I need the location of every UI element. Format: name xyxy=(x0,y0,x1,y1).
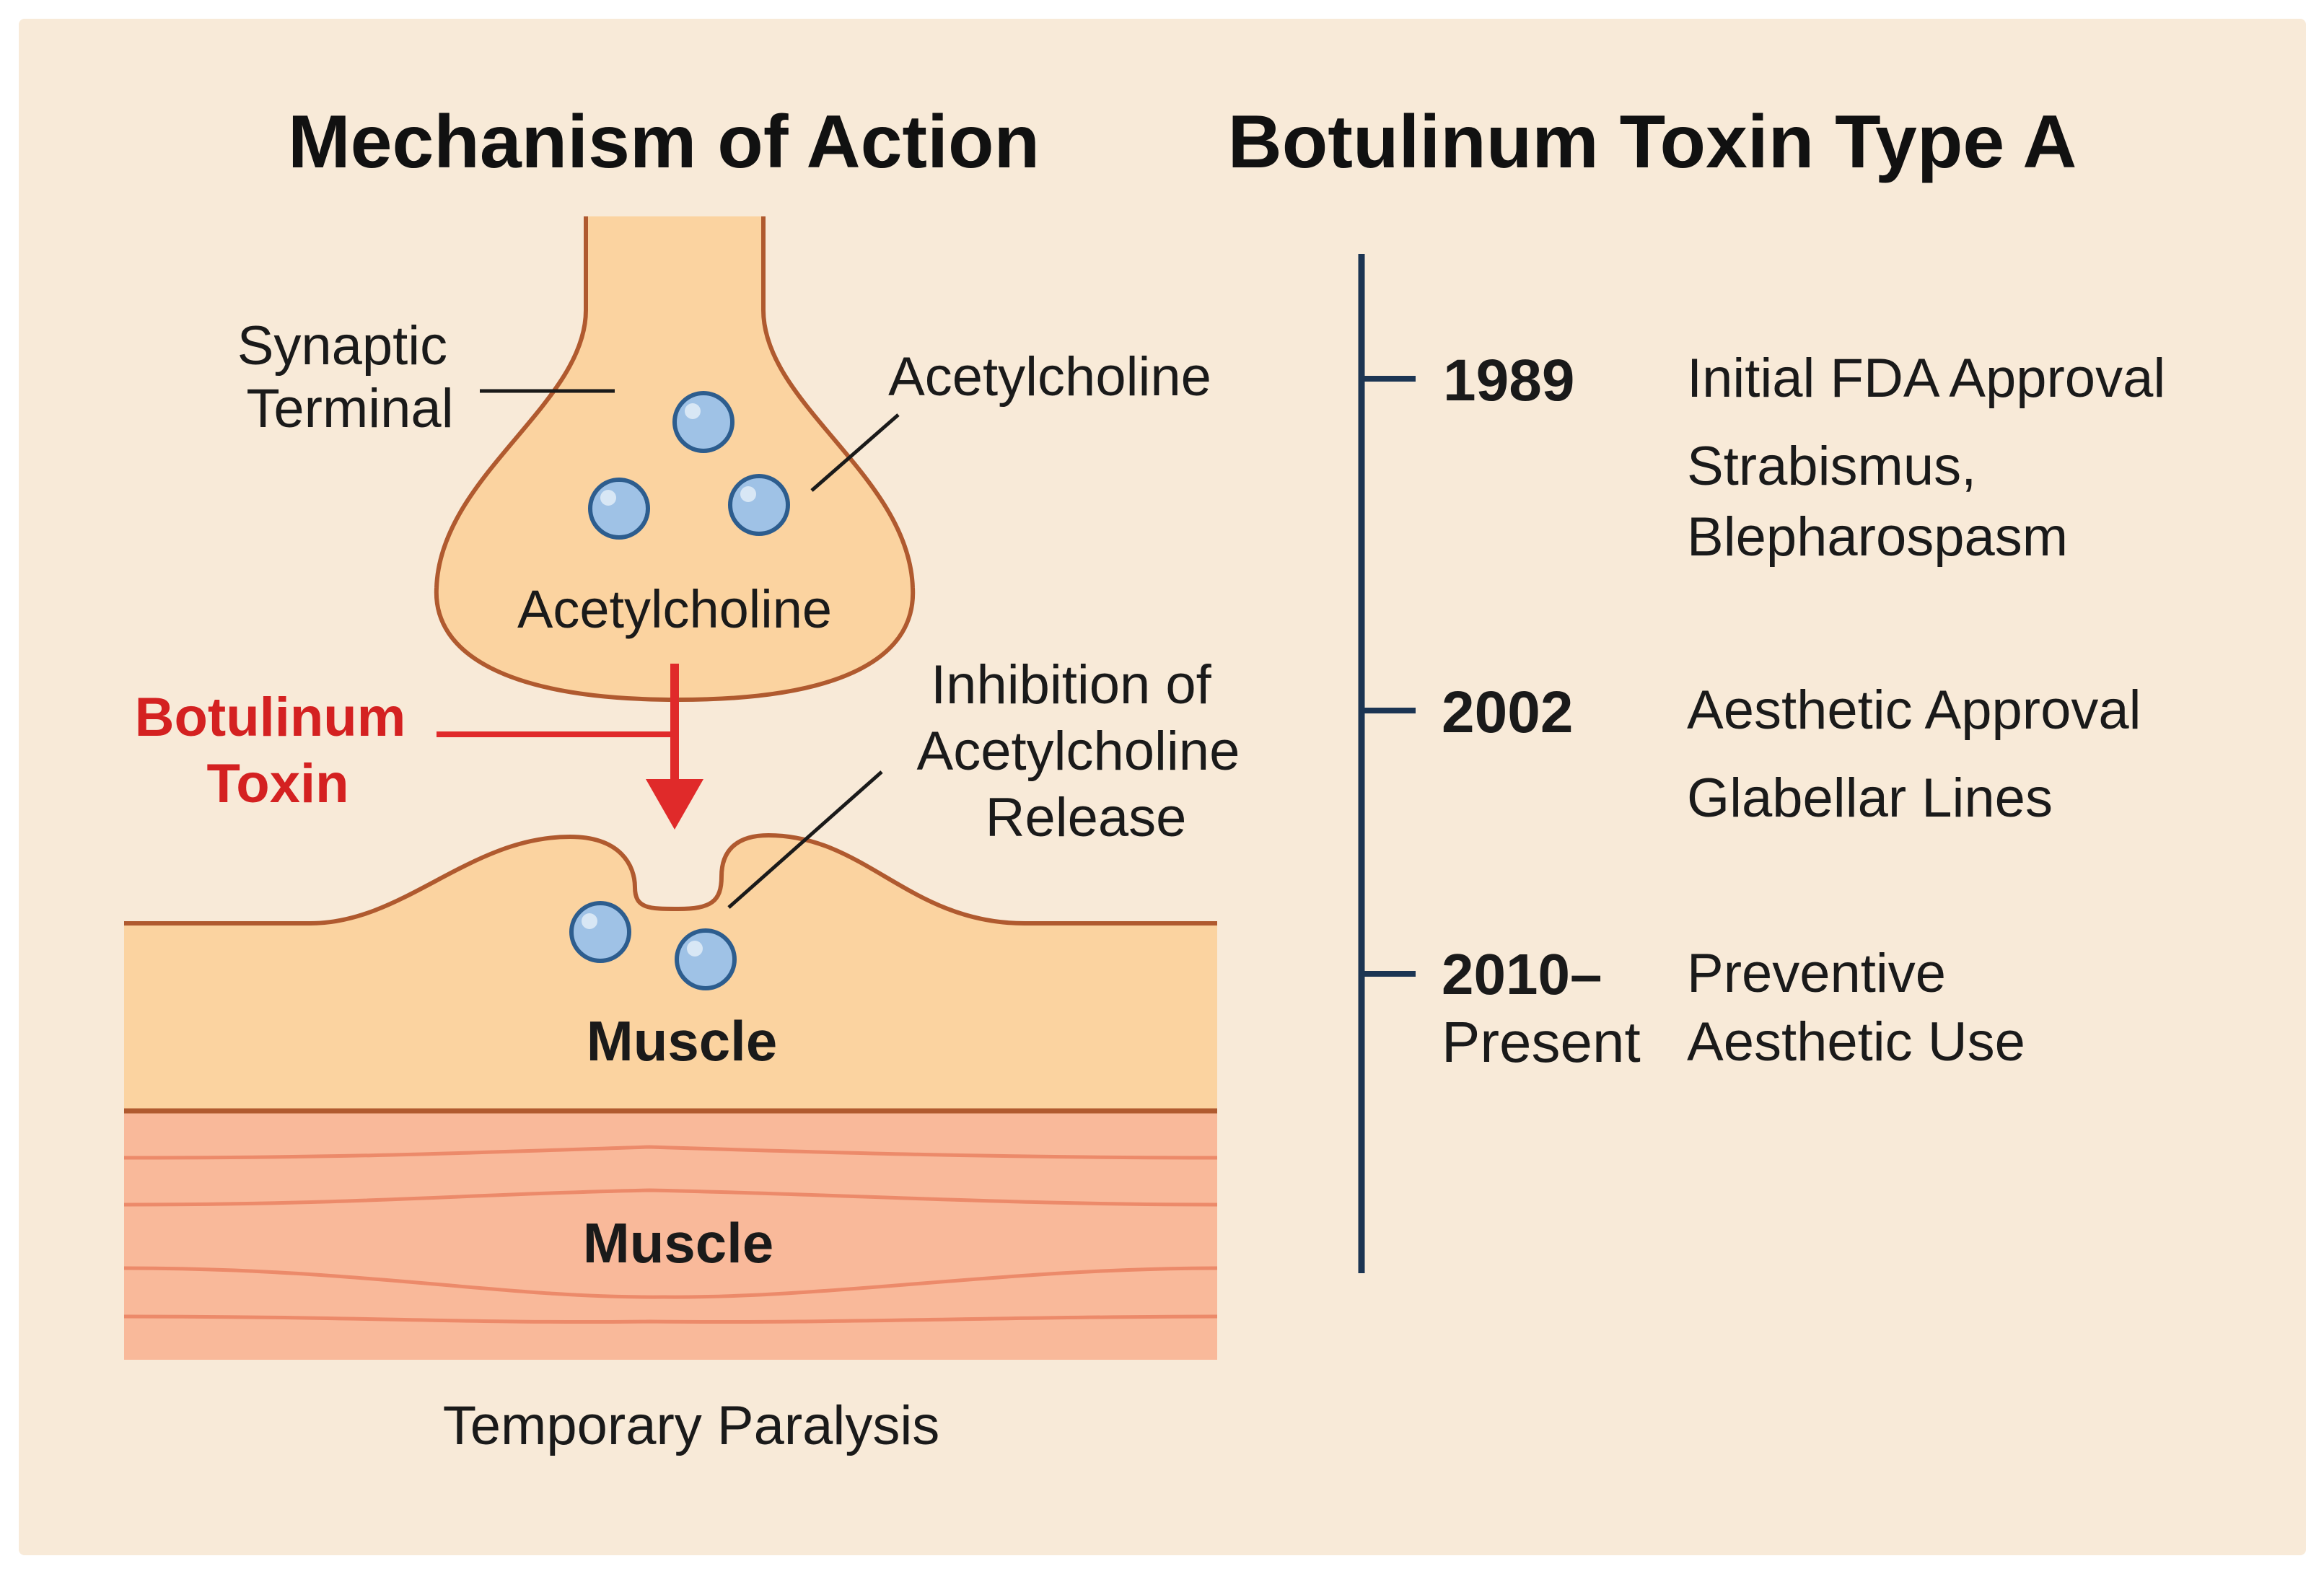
muscle-fiber-block xyxy=(123,1111,1218,1360)
vesicles-terminal xyxy=(588,391,790,540)
timeline-entry: 2010– Present Preventive Aesthetic Use xyxy=(1361,942,2025,1074)
label-synaptic-terminal: Synaptic Terminal xyxy=(237,315,463,439)
vesicles-cleft xyxy=(569,901,737,990)
vesicle-highlight xyxy=(685,403,701,419)
caption-temporary-paralysis: Temporary Paralysis xyxy=(443,1395,939,1456)
vesicle xyxy=(675,928,737,990)
label-botulinum-toxin: Botulinum Toxin xyxy=(135,687,421,814)
label-inhibition: Inhibition of Acetylcholine Release xyxy=(917,654,1255,848)
label-acetylcholine-callout: Acetylcholine xyxy=(888,346,1211,408)
title-botulinum: Botulinum Toxin Type A xyxy=(1228,100,2077,184)
label-muscle-top: Muscle xyxy=(587,1009,777,1073)
timeline-description: Initial FDA Approval Strabismus, Blephar… xyxy=(1687,348,2180,568)
timeline-entry: 1989 Initial FDA Approval Strabismus, Bl… xyxy=(1361,348,2180,568)
timeline-year: 2010– Present xyxy=(1442,942,1641,1074)
vesicle-highlight xyxy=(687,941,703,957)
vesicle-highlight xyxy=(740,486,756,502)
timeline-year: 1989 xyxy=(1443,348,1574,413)
toxin-arrow xyxy=(437,664,703,830)
timeline-description: Preventive Aesthetic Use xyxy=(1687,943,2025,1073)
timeline-entry: 2002 Aesthetic Approval Glabellar Lines xyxy=(1361,680,2157,829)
muscle-outline xyxy=(124,832,1217,926)
vesicle xyxy=(569,901,631,963)
vesicle xyxy=(588,478,650,540)
muscle-layer xyxy=(124,835,1217,1111)
timeline: 1989 Initial FDA Approval Strabismus, Bl… xyxy=(1358,254,2180,1273)
leader-acetylcholine xyxy=(810,413,900,492)
leader-inhibition xyxy=(727,770,883,909)
timeline-description: Aesthetic Approval Glabellar Lines xyxy=(1687,680,2157,829)
vesicle xyxy=(672,391,735,453)
label-acetylcholine-inside: Acetylcholine xyxy=(517,579,832,639)
label-muscle-bottom: Muscle xyxy=(583,1211,773,1275)
vesicle xyxy=(728,474,790,536)
vesicle-highlight xyxy=(582,913,597,929)
timeline-year: 2002 xyxy=(1442,680,1573,745)
vesicle-highlight xyxy=(600,490,616,506)
title-mechanism: Mechanism of Action xyxy=(288,100,1040,184)
